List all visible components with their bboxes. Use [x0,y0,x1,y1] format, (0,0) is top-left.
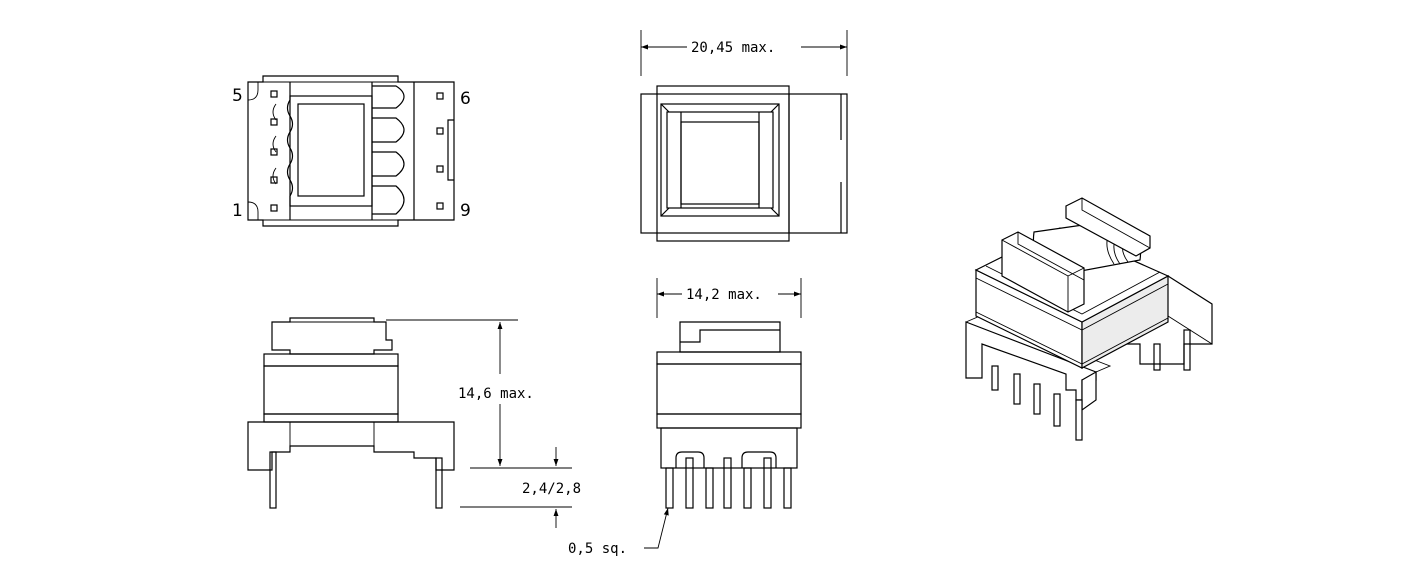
top-view: 20,45 max. [640,30,848,242]
pin-label-6: 6 [460,89,471,109]
dim-width: 14,2 max. [686,287,762,303]
pin-label-9: 9 [460,201,471,221]
side-view: 14,6 max. 2,4/2,8 [247,317,581,528]
dim-pin-length: 2,4/2,8 [522,481,581,497]
pin-label-5: 5 [232,86,243,106]
pin-label-1: 1 [232,201,243,221]
dim-height: 14,6 max. [458,386,534,402]
front-view: 14,2 max. 0,5 sq. [568,278,802,557]
dim-length: 20,45 max. [691,40,775,56]
bottom-view: 5 1 6 9 [232,75,471,227]
dim-pin-size: 0,5 sq. [568,541,627,557]
isometric-view [965,197,1213,441]
